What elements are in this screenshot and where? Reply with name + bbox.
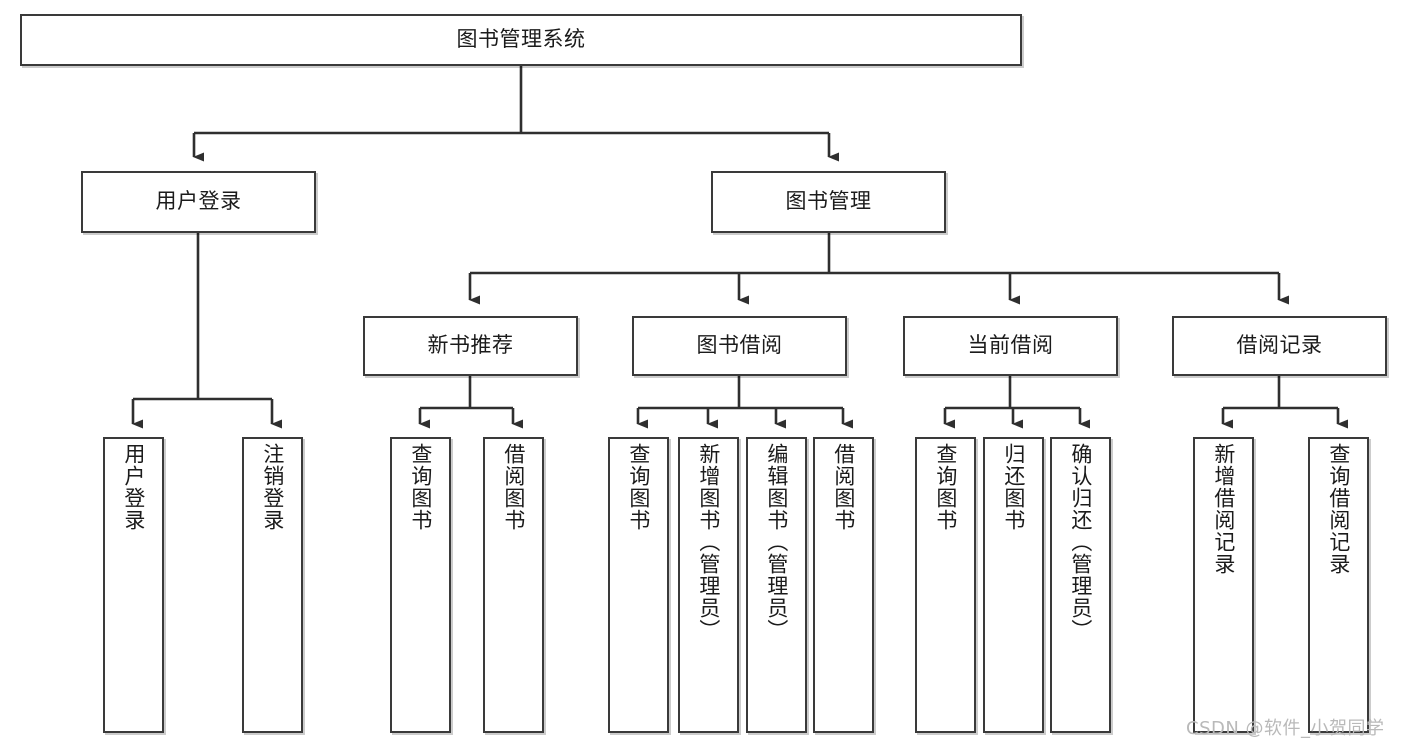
- node-book-borrow[interactable]: 图书借阅: [632, 316, 847, 376]
- leaf-borrow-book[interactable]: 借阅图书: [813, 437, 874, 733]
- node-label: 图书管理系统: [456, 27, 586, 52]
- leaf-user-logout[interactable]: 注销登录: [242, 437, 303, 733]
- leaf-add-borrow-record[interactable]: 新增借阅记录: [1193, 437, 1254, 733]
- leaf-label: 编辑图书（管理员）: [764, 443, 789, 641]
- leaf-confirm-return-admin[interactable]: 确认归还（管理员）: [1050, 437, 1111, 733]
- leaf-label: 查询图书: [408, 443, 433, 531]
- node-borrow-record[interactable]: 借阅记录: [1172, 316, 1387, 376]
- node-book-management[interactable]: 图书管理: [711, 171, 946, 233]
- leaf-edit-book-admin[interactable]: 编辑图书（管理员）: [746, 437, 807, 733]
- leaf-label: 用户登录: [121, 443, 146, 531]
- leaf-query-book-borrow[interactable]: 查询图书: [608, 437, 669, 733]
- node-label: 用户登录: [155, 189, 242, 214]
- node-root-book-management-system[interactable]: 图书管理系统: [20, 14, 1022, 66]
- node-label: 图书管理: [785, 189, 872, 214]
- leaf-label: 注销登录: [260, 443, 285, 531]
- leaf-label: 查询图书: [626, 443, 651, 531]
- node-user-login[interactable]: 用户登录: [81, 171, 316, 233]
- node-label: 图书借阅: [696, 333, 783, 358]
- leaf-label: 借阅图书: [831, 443, 856, 531]
- leaf-label: 查询借阅记录: [1326, 443, 1351, 575]
- leaf-label: 新增借阅记录: [1211, 443, 1236, 575]
- leaf-label: 查询图书: [933, 443, 958, 531]
- leaf-label: 新增图书（管理员）: [696, 443, 721, 641]
- leaf-label: 归还图书: [1001, 443, 1026, 531]
- node-new-book-recommend[interactable]: 新书推荐: [363, 316, 578, 376]
- leaf-user-login[interactable]: 用户登录: [103, 437, 164, 733]
- node-current-borrow[interactable]: 当前借阅: [903, 316, 1118, 376]
- leaf-borrow-book-recommend[interactable]: 借阅图书: [483, 437, 544, 733]
- leaf-query-book-current[interactable]: 查询图书: [915, 437, 976, 733]
- node-label: 新书推荐: [427, 333, 514, 358]
- leaf-label: 确认归还（管理员）: [1068, 443, 1093, 641]
- leaf-query-borrow-record[interactable]: 查询借阅记录: [1308, 437, 1369, 733]
- node-label: 当前借阅: [967, 333, 1054, 358]
- leaf-label: 借阅图书: [501, 443, 526, 531]
- leaf-return-book[interactable]: 归还图书: [983, 437, 1044, 733]
- node-label: 借阅记录: [1236, 333, 1323, 358]
- leaf-query-book-recommend[interactable]: 查询图书: [390, 437, 451, 733]
- leaf-add-book-admin[interactable]: 新增图书（管理员）: [678, 437, 739, 733]
